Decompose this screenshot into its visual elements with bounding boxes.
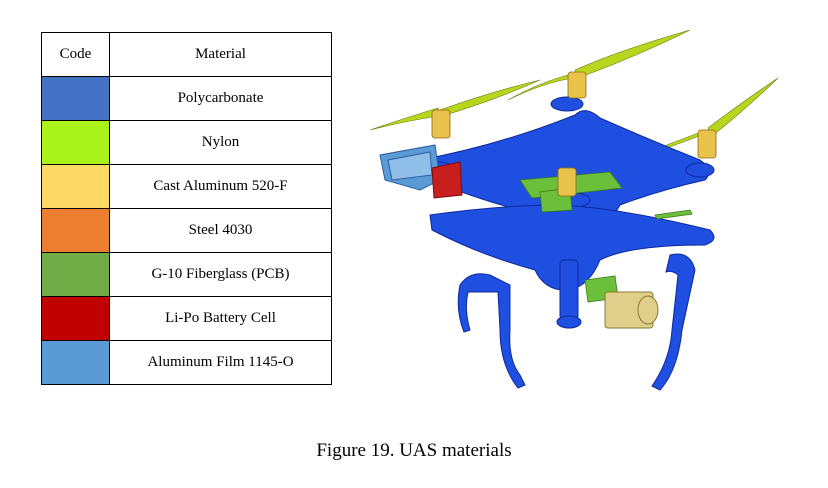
table-row: Aluminum Film 1145-O [41,340,332,385]
table-row: Li-Po Battery Cell [41,296,332,341]
camera-unit [604,291,659,329]
material-name: Cast Aluminum 520-F [109,164,332,209]
materials-table: Code Material Polycarbonate Nylon Cast A… [41,32,332,385]
figure-caption: Figure 19. UAS materials [316,440,512,461]
color-swatch [41,208,110,253]
table-header-row: Code Material [41,32,332,77]
color-swatch [41,76,110,121]
table-row: Steel 4030 [41,208,332,253]
material-name: Li-Po Battery Cell [109,296,332,341]
material-column-header: Material [109,32,332,77]
color-swatch [41,340,110,385]
aluminum-film-part [379,144,441,191]
color-swatch [41,252,110,297]
material-name: Steel 4030 [109,208,332,253]
material-name: Nylon [109,120,332,165]
material-name: Polycarbonate [109,76,332,121]
drone-body [416,96,715,391]
color-swatch [41,164,110,209]
table-row: Cast Aluminum 520-F [41,164,332,209]
material-name: G-10 Fiberglass (PCB) [109,252,332,297]
table-row: Polycarbonate [41,76,332,121]
code-column-header: Code [41,32,110,77]
table-row: G-10 Fiberglass (PCB) [41,252,332,297]
battery-cell [431,161,463,199]
color-swatch [41,296,110,341]
material-name: Aluminum Film 1145-O [109,340,332,385]
table-row: Nylon [41,120,332,165]
color-swatch [41,120,110,165]
drone-illustration [369,30,779,391]
motor-group [431,71,717,197]
